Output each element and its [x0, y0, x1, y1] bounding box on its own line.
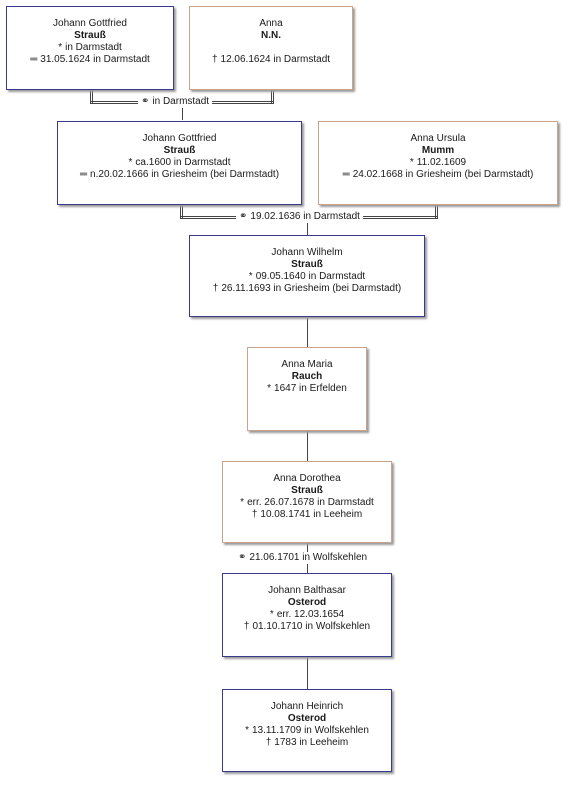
- birth-icon: *: [245, 725, 249, 736]
- marriage-label: ⚭19.02.1636 in Darmstadt: [236, 211, 363, 223]
- marriage-text: in Darmstadt: [152, 96, 210, 107]
- burial-icon: ═: [30, 54, 38, 65]
- event-text: 13.11.1709 in Wolfskehlen: [251, 725, 369, 736]
- event-text: 10.08.1741 in Leeheim: [260, 509, 363, 520]
- person-given-name: Anna Ursula: [410, 133, 466, 144]
- event-text: 31.05.1624 in Darmstadt: [40, 54, 150, 65]
- birth-icon: *: [269, 609, 274, 620]
- event-text: ca.1600 in Darmstadt: [135, 157, 231, 168]
- event-line: ═n.20.02.1666 in Griesheim (bei Darmstad…: [58, 169, 301, 181]
- connector: [180, 205, 183, 218]
- event-text: 1647 in Erfelden: [274, 383, 347, 394]
- person-given-name: Anna: [259, 18, 283, 29]
- marriage-label: ⚭21.06.1701 in Wolfskehlen: [235, 552, 371, 564]
- event-line: *09.05.1640 in Darmstadt: [190, 271, 424, 283]
- event-text: 09.05.1640 in Darmstadt: [255, 271, 366, 282]
- event-line: †01.10.1710 in Wolfskehlen: [223, 621, 391, 633]
- person-card[interactable]: Johann Balthasar Osterod *err. 12.03.165…: [222, 573, 392, 657]
- death-icon: †: [251, 509, 258, 520]
- person-card[interactable]: Johann Wilhelm Strauß *09.05.1640 in Dar…: [189, 235, 425, 317]
- person-given-name: Johann Gottfried: [53, 18, 127, 29]
- connector: [307, 657, 308, 689]
- event-text: in Darmstadt: [65, 42, 122, 53]
- birth-icon: *: [267, 383, 272, 394]
- person-family-name: Osterod: [287, 597, 327, 608]
- event-line: *in Darmstadt: [7, 42, 173, 54]
- birth-icon: *: [240, 497, 245, 508]
- person-family-name: Strauß: [74, 30, 106, 41]
- person-given-name: Johann Heinrich: [270, 701, 344, 712]
- person-family-name: Rauch: [291, 371, 323, 382]
- event-text: 24.02.1668 in Griesheim (bei Darmstadt): [352, 169, 534, 180]
- event-text: 1783 in Leeheim: [274, 737, 349, 748]
- person-family-name: Strauß: [163, 145, 196, 156]
- event-line: †10.08.1741 in Leeheim: [223, 509, 391, 521]
- connector: [307, 431, 308, 461]
- person-card[interactable]: Johann Heinrich Osterod *13.11.1709 in W…: [222, 689, 392, 772]
- death-icon: †: [212, 283, 219, 294]
- person-card[interactable]: Anna Ursula Mumm *11.02.1609 ═24.02.1668…: [318, 121, 558, 205]
- connector: [182, 104, 183, 120]
- marriage-text: 21.06.1701 in Wolfskehlen: [249, 552, 368, 563]
- event-line: *11.02.1609: [319, 157, 557, 169]
- death-icon: †: [243, 621, 250, 632]
- marriage-icon: ⚭: [239, 211, 248, 222]
- marriage-label: ⚭in Darmstadt: [138, 96, 213, 108]
- event-line: †26.11.1693 in Griesheim (bei Darmstadt): [190, 283, 424, 295]
- person-card[interactable]: Anna Dorothea Strauß *err. 26.07.1678 in…: [222, 461, 392, 543]
- person-family-name: N.N.: [261, 30, 281, 41]
- person-family-name: Mumm: [421, 145, 455, 156]
- person-family-name: Strauß: [291, 259, 323, 270]
- birth-icon: *: [58, 42, 63, 53]
- event-line: *err. 26.07.1678 in Darmstadt: [223, 497, 391, 509]
- event-text: 26.11.1693 in Griesheim (bei Darmstadt): [221, 283, 402, 294]
- burial-icon: ═: [342, 169, 350, 180]
- death-icon: †: [265, 737, 272, 748]
- connector: [90, 89, 93, 103]
- event-line: *1647 in Erfelden: [248, 383, 366, 395]
- person-given-name: Anna Maria: [281, 359, 333, 370]
- burial-icon: ═: [79, 169, 88, 180]
- spacer: [190, 42, 352, 54]
- person-card[interactable]: Anna N.N. †12.06.1624 in Darmstadt: [189, 6, 353, 90]
- event-line: *err. 12.03.1654: [223, 609, 391, 621]
- person-given-name: Johann Balthasar: [268, 585, 346, 596]
- event-line: *13.11.1709 in Wolfskehlen: [223, 725, 391, 737]
- person-given-name: Johann Gottfried: [142, 133, 217, 144]
- connector: [435, 205, 438, 218]
- death-icon: †: [211, 54, 218, 65]
- event-text: n.20.02.1666 in Griesheim (bei Darmstadt…: [90, 169, 280, 180]
- event-text: 01.10.1710 in Wolfskehlen: [252, 621, 371, 632]
- event-text: 11.02.1609: [416, 157, 467, 168]
- event-line: *ca.1600 in Darmstadt: [58, 157, 301, 169]
- connector: [307, 317, 308, 347]
- marriage-icon: ⚭: [238, 552, 247, 563]
- person-given-name: Johann Wilhelm: [271, 247, 343, 258]
- connector: [271, 89, 274, 103]
- birth-icon: *: [409, 157, 414, 168]
- event-line: †1783 in Leeheim: [223, 737, 391, 749]
- event-line: †12.06.1624 in Darmstadt: [190, 54, 352, 66]
- event-text: 12.06.1624 in Darmstadt: [220, 54, 331, 65]
- marriage-icon: ⚭: [141, 96, 150, 107]
- connector: [307, 219, 308, 235]
- event-text: err. 26.07.1678 in Darmstadt: [247, 497, 374, 508]
- person-family-name: Strauß: [291, 485, 323, 496]
- event-line: ═24.02.1668 in Griesheim (bei Darmstadt): [319, 169, 557, 181]
- birth-icon: *: [128, 157, 133, 168]
- person-card[interactable]: Johann Gottfried Strauß *ca.1600 in Darm…: [57, 121, 302, 205]
- marriage-text: 19.02.1636 in Darmstadt: [250, 211, 360, 222]
- person-family-name: Osterod: [287, 713, 327, 724]
- birth-icon: *: [248, 271, 253, 282]
- event-line: ═31.05.1624 in Darmstadt: [7, 54, 173, 66]
- person-card[interactable]: Johann Gottfried Strauß *in Darmstadt ═3…: [6, 6, 174, 90]
- person-card[interactable]: Anna Maria Rauch *1647 in Erfelden: [247, 347, 367, 431]
- person-given-name: Anna Dorothea: [273, 473, 341, 484]
- event-text: err. 12.03.1654: [276, 609, 345, 620]
